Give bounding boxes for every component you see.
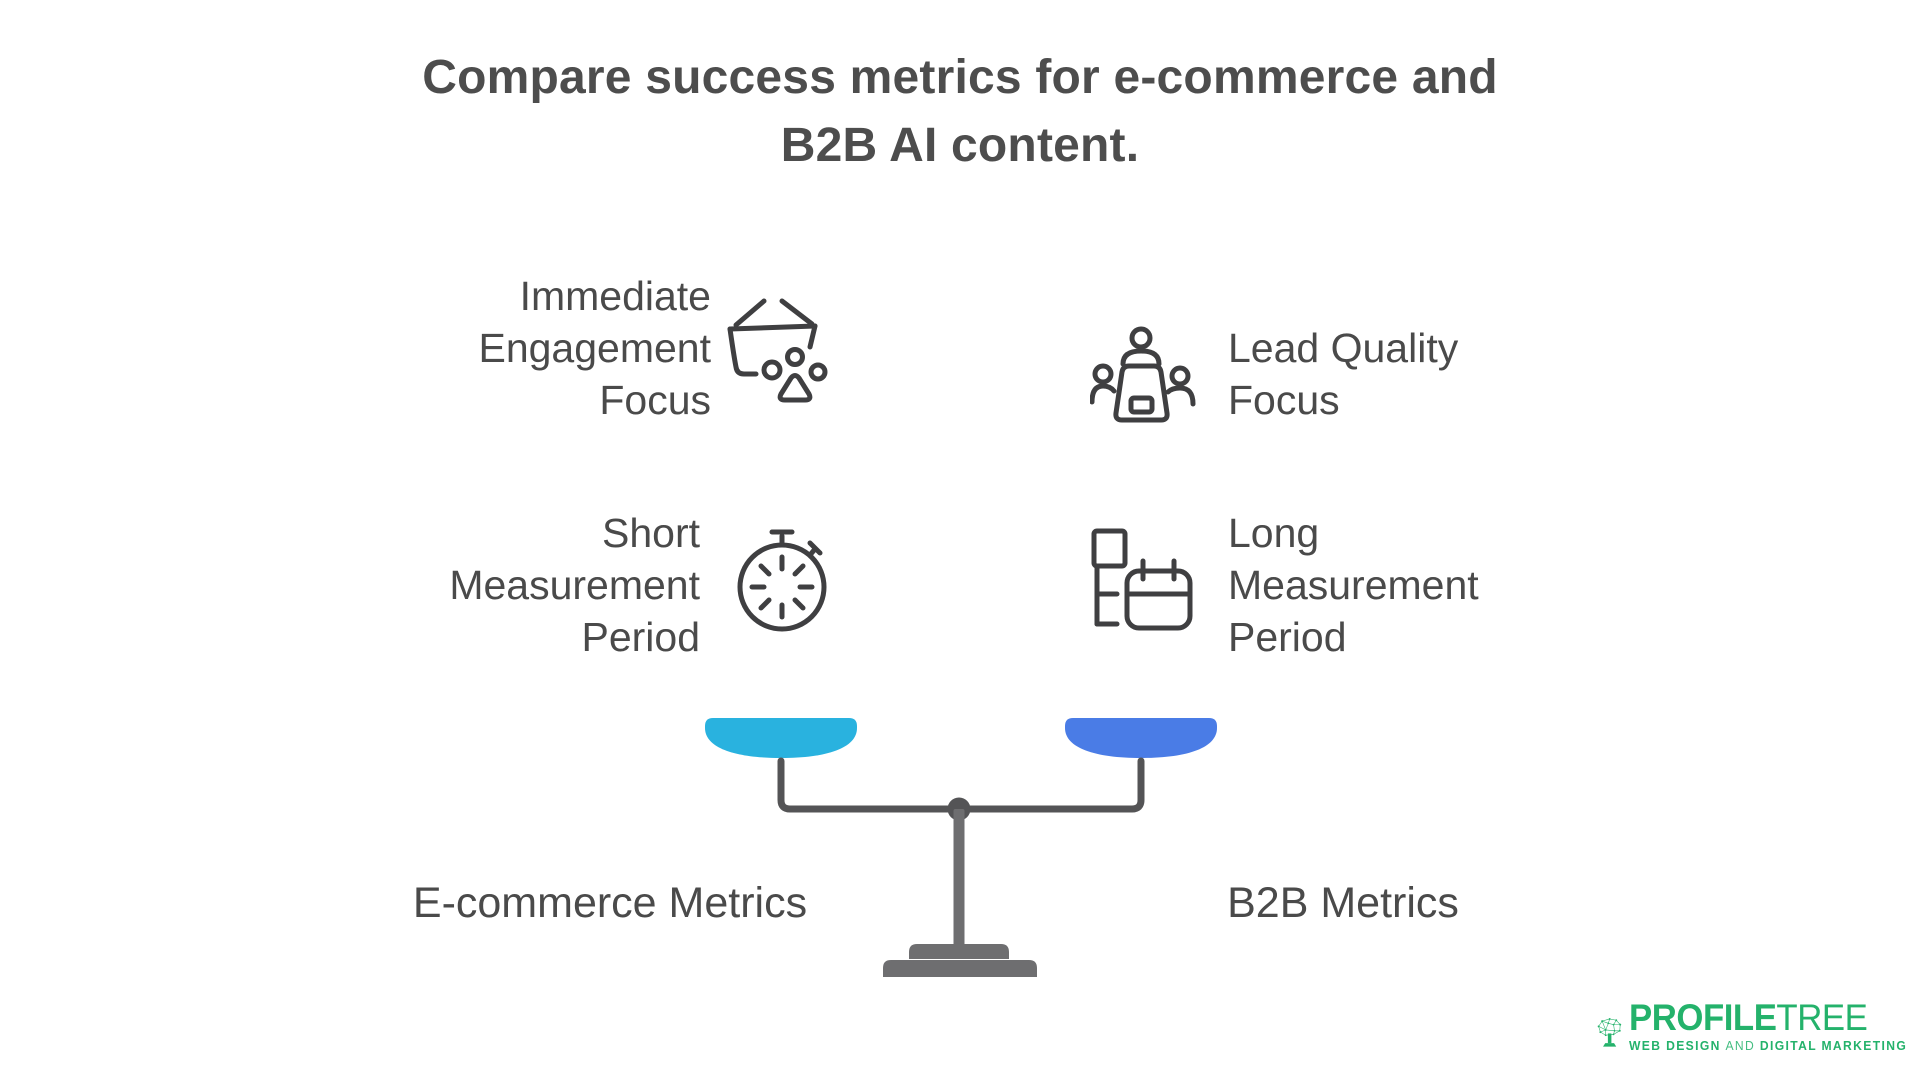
right-pan xyxy=(1065,718,1217,758)
balance-scale-icon xyxy=(690,705,1230,985)
feature-label-long-measurement: Long Measurement Period xyxy=(1228,510,1479,660)
shopping-basket-icon xyxy=(725,295,835,405)
tagline-digital-marketing: DIGITAL MARKETING xyxy=(1760,1039,1908,1053)
ecommerce-metrics-label: E-commerce Metrics xyxy=(412,879,808,927)
logo-wordmark-tree: TREE xyxy=(1776,997,1868,1038)
feature-label-short-measurement: Short Measurement Period xyxy=(449,510,700,660)
left-pan-shape xyxy=(705,718,857,758)
feature-label-immediate-engagement: Immediate Engagement Focus xyxy=(478,273,711,423)
calendar-schedule-icon xyxy=(1089,524,1194,634)
profiletree-logo: PROFILETREE WEB DESIGN AND DIGITAL MARKE… xyxy=(1596,998,1916,1074)
base-bottom xyxy=(883,960,1037,977)
right-pan-shape xyxy=(1065,718,1217,758)
meeting-people-icon xyxy=(1090,324,1198,426)
tagline-web-design: WEB DESIGN xyxy=(1629,1039,1722,1053)
b2b-metrics-label: B2B Metrics xyxy=(1227,879,1459,927)
page-title: Compare success metrics for e-commerce a… xyxy=(0,44,1920,180)
page-title-line1: Compare success metrics for e-commerce a… xyxy=(422,51,1498,104)
logo-tagline: WEB DESIGN AND DIGITAL MARKETING xyxy=(1629,1038,1907,1054)
logo-wordmark-profile: PROFILE xyxy=(1629,997,1777,1038)
feature-label-lead-quality: Lead Quality Focus xyxy=(1228,325,1459,423)
left-pan xyxy=(705,718,857,758)
stopwatch-icon xyxy=(727,526,837,636)
scale-post xyxy=(953,809,965,949)
base-top xyxy=(909,944,1009,959)
tagline-and: AND xyxy=(1725,1039,1756,1053)
page-title-line2: B2B AI content. xyxy=(780,119,1140,172)
network-tree-icon xyxy=(1597,1017,1622,1047)
logo-wordmark: PROFILETREE xyxy=(1629,998,1899,1038)
